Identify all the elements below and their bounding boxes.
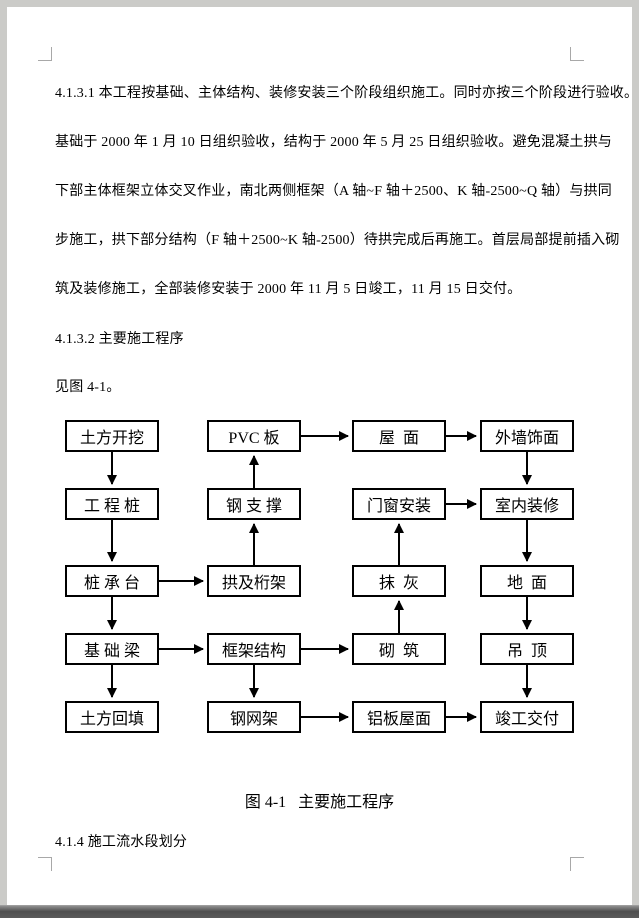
figure-reference: 见图 4-1。 bbox=[55, 380, 121, 395]
crop-mark-bottom-left bbox=[38, 857, 52, 871]
page-edge-left bbox=[0, 0, 7, 905]
flow-node-pvc-panel: PVC 板 bbox=[207, 420, 301, 452]
flow-node-earth-excavation: 土方开挖 bbox=[65, 420, 159, 452]
flow-node-plastering: 抹 灰 bbox=[352, 565, 446, 597]
flow-node-completion-handover: 竣工交付 bbox=[480, 701, 574, 733]
paragraph-line-5: 筑及装修施工，全部装修安装于 2000 年 11 月 5 日竣工，11 月 15… bbox=[55, 282, 522, 297]
flow-node-exterior-wall-finish: 外墙饰面 bbox=[480, 420, 574, 452]
flow-node-interior-decoration: 室内装修 bbox=[480, 488, 574, 520]
flow-node-steel-support: 钢 支 撑 bbox=[207, 488, 301, 520]
flow-node-aluminum-roof: 铝板屋面 bbox=[352, 701, 446, 733]
flow-node-pile-cap: 桩 承 台 bbox=[65, 565, 159, 597]
page-edge-right bbox=[632, 0, 639, 905]
window-bottom-bar bbox=[0, 905, 639, 918]
flow-node-earth-backfill: 土方回填 bbox=[65, 701, 159, 733]
crop-mark-top-right bbox=[570, 47, 584, 61]
section-heading-4-1-3-2: 4.1.3.2 主要施工程序 bbox=[55, 332, 184, 347]
flow-node-suspended-ceiling: 吊 顶 bbox=[480, 633, 574, 665]
flow-node-roof: 屋 面 bbox=[352, 420, 446, 452]
flow-node-foundation-beam: 基 础 梁 bbox=[65, 633, 159, 665]
flow-node-frame-structure: 框架结构 bbox=[207, 633, 301, 665]
paragraph-line-4: 步施工，拱下部分结构（F 轴＋2500~K 轴-2500）待拱完成后再施工。首层… bbox=[55, 233, 620, 248]
flow-node-masonry: 砌 筑 bbox=[352, 633, 446, 665]
paragraph-line-1: 4.1.3.1 本工程按基础、主体结构、装修安装三个阶段组织施工。同时亦按三个阶… bbox=[55, 86, 639, 101]
figure-caption: 图 4-1 主要施工程序 bbox=[244, 794, 395, 811]
flow-node-floor: 地 面 bbox=[480, 565, 574, 597]
flow-node-engineering-pile: 工 程 桩 bbox=[65, 488, 159, 520]
flowchart-figure: 土方开挖 PVC 板 屋 面 外墙饰面 工 程 桩 钢 支 撑 门窗安装 室内装… bbox=[0, 405, 639, 755]
flow-node-arch-truss: 拱及桁架 bbox=[207, 565, 301, 597]
paragraph-line-3: 下部主体框架立体交叉作业，南北两侧框架（A 轴~F 轴＋2500、K 轴-250… bbox=[55, 184, 612, 199]
flow-node-door-window-install: 门窗安装 bbox=[352, 488, 446, 520]
paragraph-line-2: 基础于 2000 年 1 月 10 日组织验收，结构于 2000 年 5 月 2… bbox=[55, 135, 612, 150]
crop-mark-top-left bbox=[38, 47, 52, 61]
page-edge-top bbox=[0, 0, 639, 7]
flowchart-arrows bbox=[107, 431, 532, 722]
section-heading-4-1-4: 4.1.4 施工流水段划分 bbox=[55, 835, 188, 850]
flow-node-steel-net-frame: 钢网架 bbox=[207, 701, 301, 733]
crop-mark-bottom-right bbox=[570, 857, 584, 871]
